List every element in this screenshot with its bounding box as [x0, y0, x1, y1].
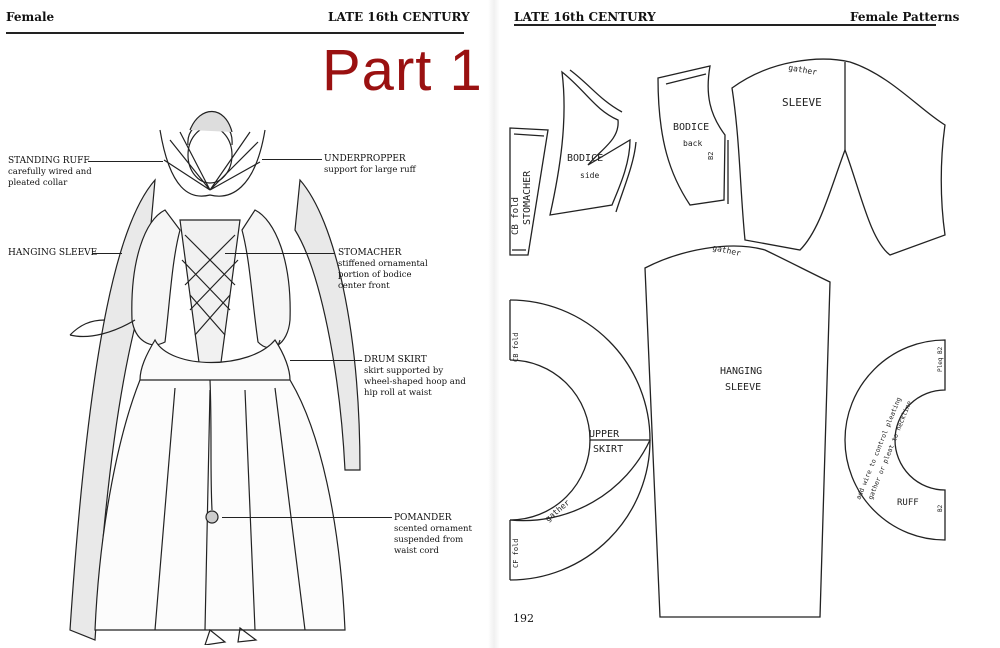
label-ruff-mark-top: Pleq B2: [937, 346, 944, 372]
right-header-title: LATE 16th CENTURY: [514, 10, 656, 24]
piece-stomacher: [509, 127, 549, 256]
piece-ruff: [844, 339, 946, 541]
callout-pomander-desc: scented ornament suspended from waist co…: [394, 524, 472, 556]
costume-illustration: [69, 111, 361, 645]
label-sleeve-gather: gather: [788, 63, 818, 77]
leader-pomander: [222, 517, 392, 518]
page-number: 192: [513, 612, 534, 625]
label-bodice-back: BODICE: [673, 122, 709, 133]
piece-upper-skirt: [509, 439, 651, 581]
piece-bodice-side: [549, 70, 631, 216]
label-hanging-sleeve-1: HANGING: [720, 366, 762, 377]
callout-standing-ruff-title: STANDING RUFF: [8, 156, 90, 166]
leader-underpropper: [262, 159, 322, 160]
callout-underpropper-title: UNDERPROPPER: [324, 154, 406, 164]
callout-standing-ruff-desc: carefully wired and pleated collar: [8, 167, 92, 188]
leader-stomacher: [225, 253, 335, 254]
label-upper-skirt-fold-top: CB fold: [512, 332, 520, 362]
left-header-rule: [6, 32, 464, 34]
right-header-rule: [514, 24, 936, 26]
piece-bodice-back: [657, 65, 726, 206]
label-upper-skirt-1: UPPER: [589, 429, 620, 440]
callout-underpropper: UNDERPROPPER support for large ruff: [324, 154, 416, 176]
callout-pomander: POMANDER scented ornament suspended from…: [394, 513, 472, 557]
label-bodice-side-sub: side: [580, 171, 599, 180]
label-ruff: RUFF: [897, 498, 919, 508]
label-sleeve: SLEEVE: [782, 96, 822, 109]
right-page: LATE 16th CENTURY Female Patterns: [500, 0, 1000, 648]
pattern-pieces: CB fold STOMACHER BODICE side BODICE bac…: [509, 58, 946, 618]
callout-stomacher-title: STOMACHER: [338, 248, 402, 258]
label-stomacher: STOMACHER: [522, 170, 533, 225]
label-hanging-sleeve-2: SLEEVE: [725, 382, 761, 393]
leader-standing-ruff: [88, 161, 163, 162]
left-header-title: LATE 16th CENTURY: [328, 10, 470, 24]
piece-hanging-sleeve: [644, 245, 831, 618]
part-title-overlay: Part 1: [322, 38, 483, 103]
callout-pomander-title: POMANDER: [394, 513, 452, 523]
label-bodice-back-sub: back: [683, 139, 702, 148]
book-gutter: [488, 0, 500, 648]
label-bodice-back-mark: B2: [707, 152, 715, 160]
callout-underpropper-desc: support for large ruff: [324, 165, 416, 175]
piece-sleeve: [731, 58, 946, 256]
right-header-section: Female Patterns: [850, 10, 960, 24]
callout-stomacher: STOMACHER stiffened ornamental portion o…: [338, 248, 428, 292]
callout-hanging-sleeve: HANGING SLEEVE: [8, 248, 97, 259]
callout-standing-ruff: STANDING RUFF carefully wired and pleate…: [8, 156, 92, 189]
callout-drum-skirt-desc: skirt supported by wheel-shaped hoop and…: [364, 366, 466, 398]
label-ruff-mark-bottom: B2: [937, 504, 944, 512]
label-bodice-side: BODICE: [567, 153, 603, 164]
callout-drum-skirt: DRUM SKIRT skirt supported by wheel-shap…: [364, 355, 466, 399]
left-header-section: Female: [6, 10, 55, 24]
callout-drum-skirt-title: DRUM SKIRT: [364, 355, 427, 365]
label-upper-skirt-2: SKIRT: [593, 444, 623, 455]
leader-drum-skirt: [290, 360, 362, 361]
left-page: Female LATE 16th CENTURY: [0, 0, 488, 648]
callout-hanging-sleeve-title: HANGING SLEEVE: [8, 248, 98, 258]
callout-stomacher-desc: stiffened ornamental portion of bodice c…: [338, 259, 428, 291]
leader-hanging-sleeve: [92, 253, 122, 254]
label-stomacher-fold: CB fold: [511, 197, 521, 235]
label-upper-skirt-fold-bottom: CF fold: [512, 538, 520, 568]
